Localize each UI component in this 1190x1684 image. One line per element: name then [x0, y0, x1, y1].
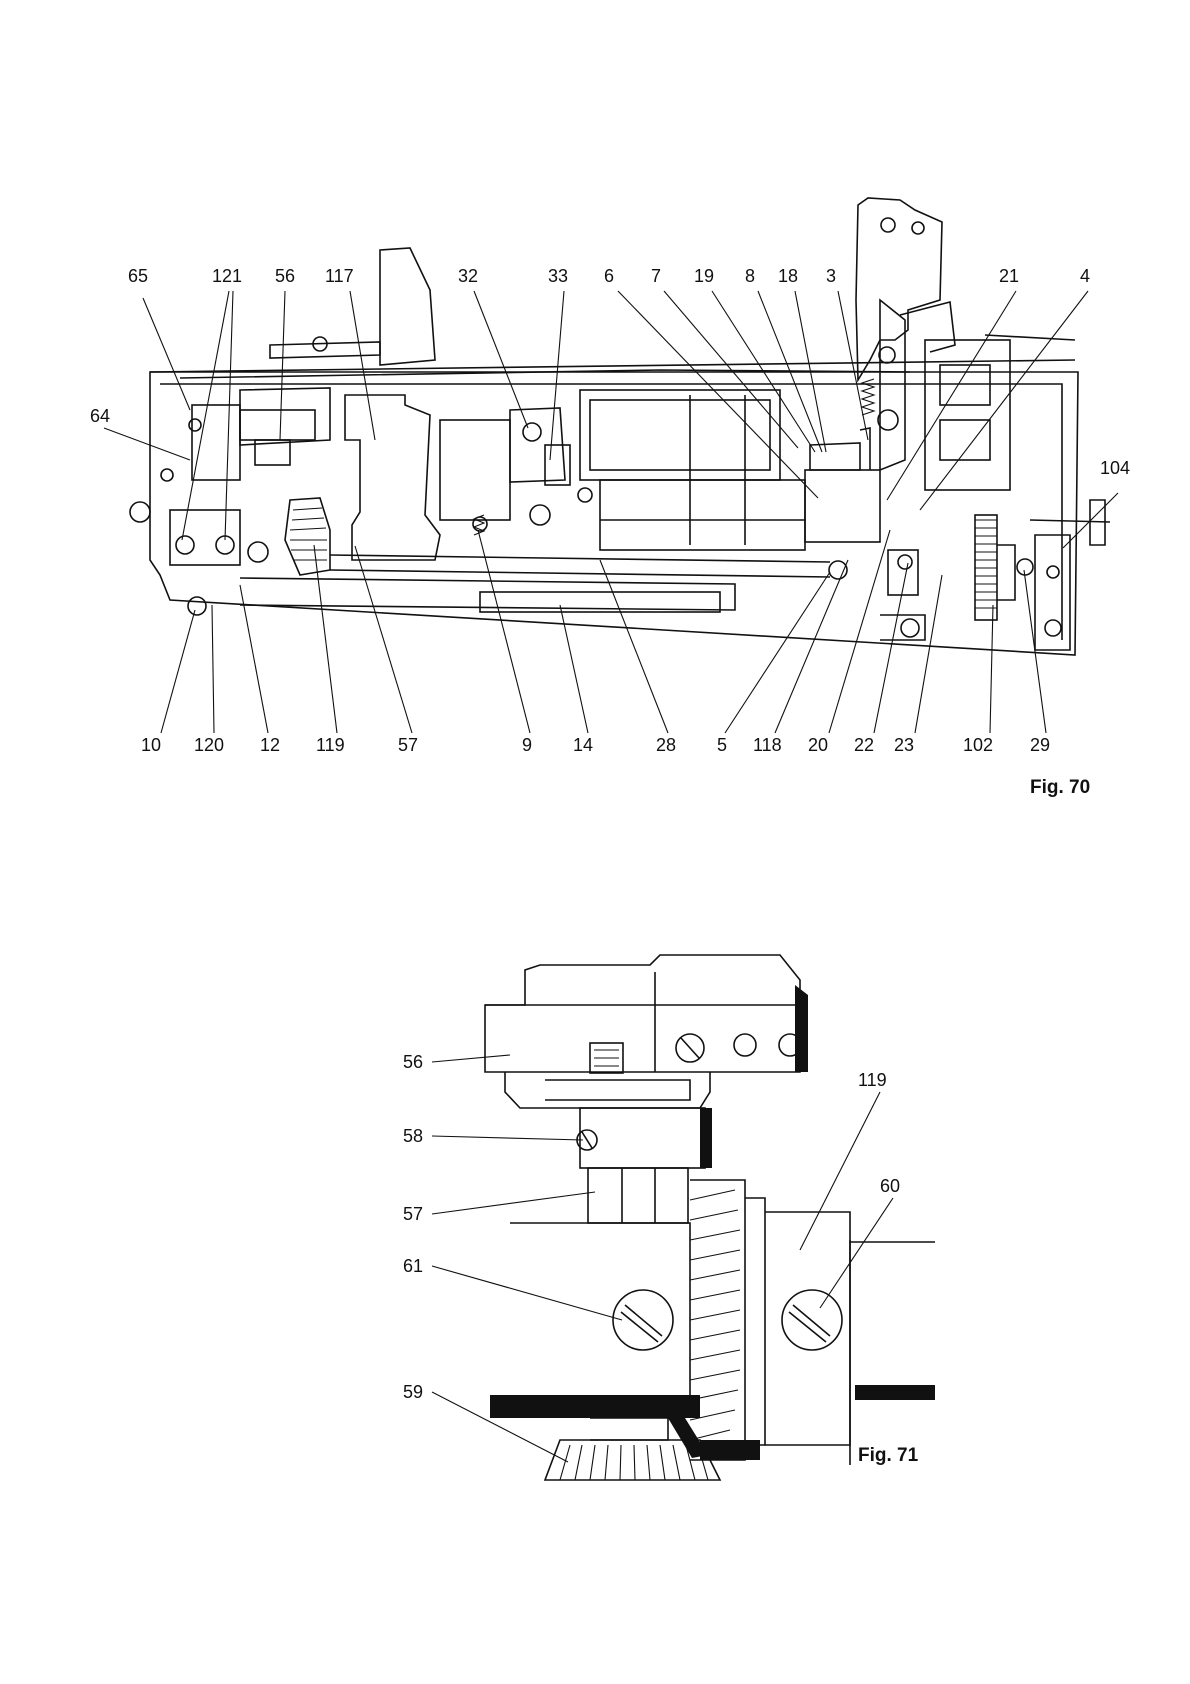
fig71-label-57: 57: [403, 1204, 423, 1224]
fig70-label-7: 7: [651, 266, 661, 286]
fig70-label-20: 20: [808, 735, 828, 755]
fig70-label-3: 3: [826, 266, 836, 286]
fig70-label-21: 21: [999, 266, 1019, 286]
fig70-label-102: 102: [963, 735, 993, 755]
fig70-label-14: 14: [573, 735, 593, 755]
fig70-caption: Fig. 70: [1030, 777, 1090, 798]
fig70-label-5: 5: [717, 735, 727, 755]
fig70-label-19: 19: [694, 266, 714, 286]
fig70-leader-lines: [104, 291, 1118, 733]
fig71-label-60: 60: [880, 1176, 900, 1196]
fig70-label-33: 33: [548, 266, 568, 286]
fig70-label-32: 32: [458, 266, 478, 286]
fig70-label-121: 121: [212, 266, 242, 286]
fig70-label-18: 18: [778, 266, 798, 286]
fig70-label-120: 120: [194, 735, 224, 755]
fig70-label-56: 56: [275, 266, 295, 286]
fig70-label-65: 65: [128, 266, 148, 286]
fig71-label-61: 61: [403, 1256, 423, 1276]
fig70-label-118: 118: [753, 735, 782, 755]
fig70-bottom-labels: 10 120 12 119 57 9 14 28 5 118 20 22 23 …: [141, 735, 1050, 755]
fig70-label-23: 23: [894, 735, 914, 755]
fig70-label-28: 28: [656, 735, 676, 755]
fig70-label-8: 8: [745, 266, 755, 286]
fig70-label-119: 119: [316, 735, 345, 755]
fig70-label-10: 10: [141, 735, 161, 755]
fig71-label-56: 56: [403, 1052, 423, 1072]
fig71-label-119: 119: [858, 1070, 887, 1090]
fig70-label-22: 22: [854, 735, 874, 755]
fig70-label-29: 29: [1030, 735, 1050, 755]
fig70-label-4: 4: [1080, 266, 1090, 286]
fig70-label-117: 117: [325, 266, 354, 286]
fig70-label-9: 9: [522, 735, 532, 755]
fig71-label-58: 58: [403, 1126, 423, 1146]
fig71-label-59: 59: [403, 1382, 423, 1402]
fig71-caption: Fig. 71: [858, 1445, 919, 1466]
fig70-label-12: 12: [260, 735, 280, 755]
fig70-label-104: 104: [1100, 458, 1130, 478]
fig70-label-64: 64: [90, 406, 110, 426]
fig70-label-57: 57: [398, 735, 418, 755]
fig70-label-6: 6: [604, 266, 614, 286]
fig71-assembly-drawing: [485, 955, 935, 1480]
